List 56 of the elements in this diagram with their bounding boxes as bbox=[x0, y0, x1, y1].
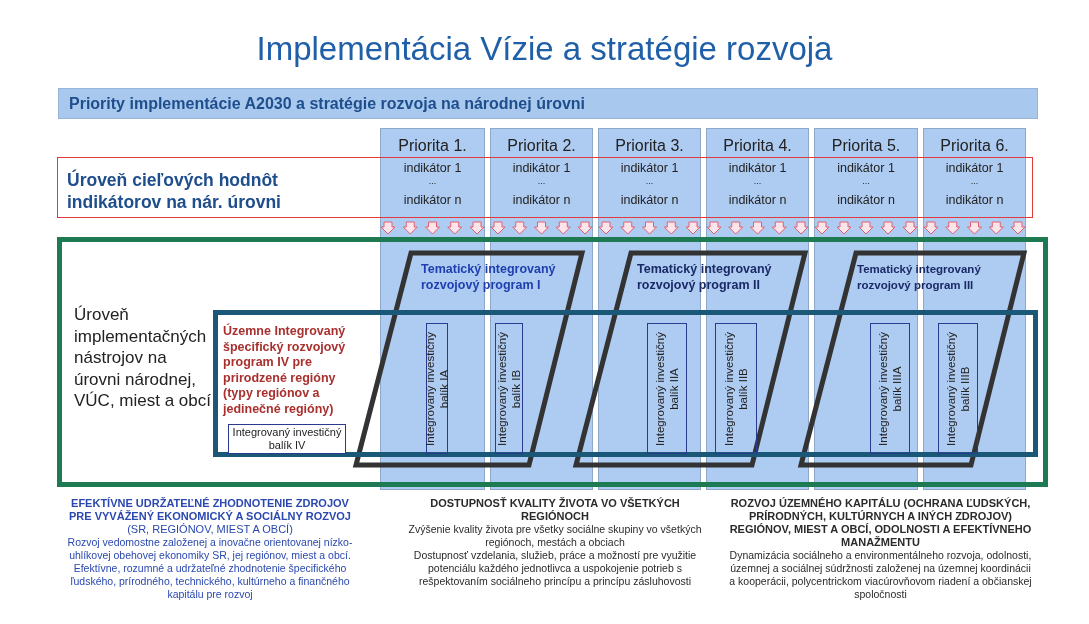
indicator-label: indikátor 1 bbox=[836, 161, 896, 175]
section-text: Dynamizácia sociálneho a environmentálneho rozvoja, odolnosti, územnej a sociálnej súdržnosti založenej na územnej koordinácii a kooperácii, polycentrickom viacúrovňovom riadení a občianskej spoločnosti bbox=[728, 549, 1033, 601]
package-label: Integrovaný investičný balík IIIA bbox=[875, 330, 903, 448]
priority-heading: Priorita 5. bbox=[830, 137, 902, 155]
band-heading: Priority implementácie A2030 a stratégie rozvoja na národnej úrovni bbox=[69, 95, 586, 113]
indicator-label: indikátor n bbox=[836, 193, 896, 207]
ellipsis: ... bbox=[969, 176, 980, 186]
level-frame bbox=[57, 157, 1033, 218]
section-text: Dostupnosť vzdelania, služieb, práce a možností pre využitie potenciálu každého jednotlivca a uspokojenie potrieb s rešpektovaním sociálneho princípu a princípu zásluhovosti bbox=[412, 549, 698, 588]
section-heading: ROZVOJ ÚZEMNÉHO KAPITÁLU (OCHRANA ĽUDSKÝCH, PRÍRODNÝCH, KULTÚRNYCH A INÝCH ZDROJOV) REGIÓNOV, MIEST A OBCÍ, ODOLNOSTI A EFEKTÍVNEHO MANAŽMENTU bbox=[728, 497, 1033, 549]
level-label: Úroveň implementačných nástrojov na úrovni národnej, VÚC, miest a obcí bbox=[74, 304, 212, 412]
package-label: Integrovaný investičný balík IA bbox=[422, 330, 450, 448]
program-frame bbox=[213, 310, 1038, 457]
level-frame bbox=[57, 237, 1048, 487]
ellipsis: ... bbox=[644, 176, 655, 186]
package-box bbox=[647, 323, 687, 454]
priority-heading: Priorita 4. bbox=[722, 137, 793, 155]
ellipsis: ... bbox=[536, 176, 547, 186]
section-heading: EFEKTÍVNE UDRŽATEĽNÉ ZHODNOTENIE ZDROJOV PRE VYVÁŽENÝ EKONOMICKÝ A SOCIÁLNY ROZVOJ bbox=[68, 497, 352, 523]
level-label: Úroveň cieľových hodnôt indikátorov na nár. úrovni bbox=[67, 169, 282, 213]
indicator-label: indikátor 1 bbox=[727, 161, 788, 175]
priority-heading: Priorita 1. bbox=[397, 137, 468, 155]
ellipsis: ... bbox=[861, 176, 871, 186]
program-label: Územne Integrovaný špecifický rozvojový program IV pre prirodzené regióny (typy regiónov a jedinečné regióny) bbox=[223, 324, 347, 417]
indicator-label: indikátor 1 bbox=[619, 161, 680, 175]
indicator-label: indikátor 1 bbox=[944, 161, 1005, 175]
package-box bbox=[870, 323, 910, 454]
indicator-label: indikátor n bbox=[727, 193, 788, 207]
package-label: Integrovaný investičný balík IIB bbox=[721, 330, 749, 448]
indicator-label: indikátor 1 bbox=[511, 161, 572, 175]
section-text: Rozvoj vedomostne založenej a inovačne orientovanej nízko-uhlíkovej obehovej ekonomiky SR, jej regiónov, miest a obcí. Efektívne, rozumné a udržateľné zhodnotenie špecifického ľudského, prírodného, technického, kultúrneho a finančného kapitálu pre rozvoj bbox=[66, 536, 354, 601]
indicator-label: indikátor n bbox=[511, 193, 572, 207]
indicator-label: indikátor 1 bbox=[402, 161, 463, 175]
section-text: (SR, REGIÓNOV, MIEST A OBCÍ) bbox=[126, 523, 294, 536]
indicator-label: indikátor n bbox=[619, 193, 680, 207]
package-label: Integrovaný investičný balík IV bbox=[231, 426, 343, 452]
section-text: Zvýšenie kvality života pre všetky sociálne skupiny vo všetkých regiónoch, mestách a obciach bbox=[407, 523, 703, 549]
indicator-label: indikátor n bbox=[402, 193, 463, 207]
priority-heading: Priorita 3. bbox=[614, 137, 685, 155]
package-label: Integrovaný investičný balík IIA bbox=[652, 330, 680, 448]
title: Implementácia Vízie a stratégie rozvoja bbox=[255, 30, 834, 68]
package-box bbox=[938, 323, 978, 454]
indicator-label: indikátor n bbox=[944, 193, 1005, 207]
header-band bbox=[58, 88, 1038, 119]
section-heading: DOSTUPNOSŤ KVALITY ŽIVOTA VO VŠETKÝCH REGIÓNOCH bbox=[429, 497, 681, 523]
package-box bbox=[495, 323, 523, 454]
package-box bbox=[715, 323, 757, 454]
program-label: Tematický integrovaný rozvojový program III bbox=[857, 262, 982, 293]
program-label: Tematický integrovaný rozvojový program II bbox=[637, 261, 773, 293]
ellipsis: ... bbox=[427, 176, 438, 186]
package-box bbox=[426, 323, 448, 454]
priority-heading: Priorita 6. bbox=[939, 137, 1010, 155]
package-label: Integrovaný investičný balík IB bbox=[494, 330, 522, 448]
package-label: Integrovaný investičný balík IIIB bbox=[943, 330, 971, 448]
ellipsis: ... bbox=[752, 176, 763, 186]
priority-heading: Priorita 2. bbox=[506, 137, 577, 155]
